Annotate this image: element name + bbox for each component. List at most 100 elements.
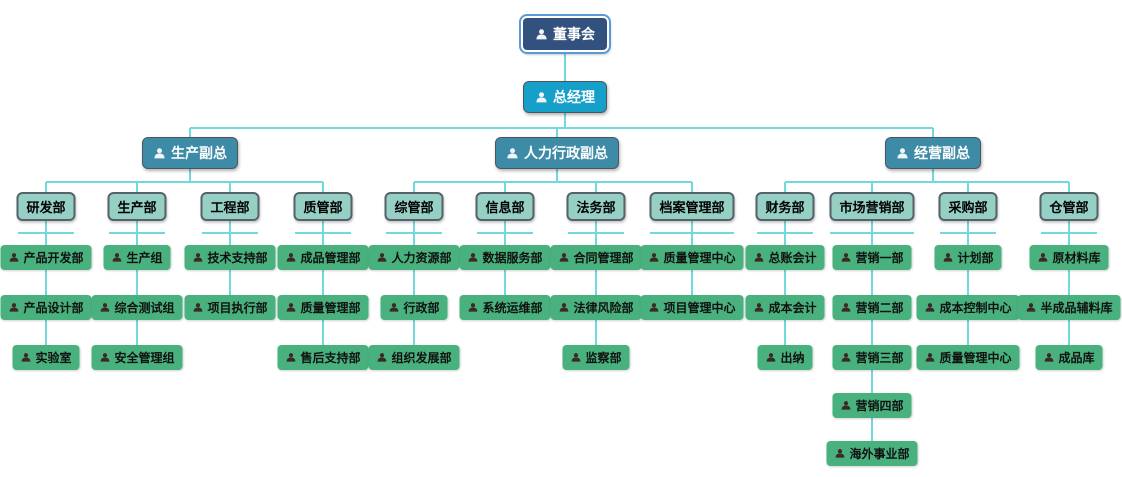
team-node[interactable]: 出纳 xyxy=(757,345,813,370)
team-node[interactable]: 原材料库 xyxy=(1029,245,1109,270)
dept-node-archives[interactable]: 档案管理部 xyxy=(649,192,735,221)
person-icon xyxy=(924,352,935,363)
dept-node-production[interactable]: 生产部 xyxy=(107,192,167,221)
connector-bus xyxy=(785,181,1069,183)
connector-line xyxy=(967,219,969,350)
dept-node-engineering[interactable]: 工程部 xyxy=(200,192,260,221)
connector-line xyxy=(967,182,969,193)
team-node[interactable]: 监察部 xyxy=(562,345,630,370)
person-icon xyxy=(535,91,548,104)
team-node[interactable]: 总账会计 xyxy=(745,245,825,270)
team-node[interactable]: 合同管理部 xyxy=(550,245,642,270)
person-icon xyxy=(896,147,909,160)
connector-line xyxy=(45,182,47,193)
board-label: 董事会 xyxy=(553,26,595,42)
team-node[interactable]: 技术支持部 xyxy=(184,245,276,270)
person-icon xyxy=(8,302,19,313)
vp-label: 生产副总 xyxy=(171,145,227,161)
team-node[interactable]: 安全管理组 xyxy=(91,345,183,370)
person-icon xyxy=(285,352,296,363)
team-node[interactable]: 实验室 xyxy=(12,345,80,370)
team-node[interactable]: 项目管理中心 xyxy=(640,295,744,320)
person-icon xyxy=(558,252,569,263)
connector-line xyxy=(322,219,324,350)
team-node[interactable]: 生产组 xyxy=(103,245,171,270)
team-node[interactable]: 产品开发部 xyxy=(0,245,92,270)
team-node[interactable]: 营销一部 xyxy=(832,245,912,270)
person-icon xyxy=(840,400,851,411)
connector-line xyxy=(564,111,566,129)
team-node[interactable]: 半成品辅料库 xyxy=(1017,295,1121,320)
connector-line xyxy=(556,168,558,183)
person-icon xyxy=(467,302,478,313)
team-node[interactable]: 计划部 xyxy=(934,245,1002,270)
team-node[interactable]: 成品管理部 xyxy=(277,245,369,270)
connector-line xyxy=(784,182,786,193)
person-icon xyxy=(840,352,851,363)
dept-node-warehouse[interactable]: 仓管部 xyxy=(1039,192,1099,221)
vp-node-operations[interactable]: 经营副总 xyxy=(885,137,981,169)
team-node[interactable]: 法律风险部 xyxy=(550,295,642,320)
connector-line xyxy=(136,182,138,193)
person-icon xyxy=(192,252,203,263)
person-icon xyxy=(648,302,659,313)
dept-node-purchasing[interactable]: 采购部 xyxy=(938,192,998,221)
team-node[interactable]: 成本会计 xyxy=(745,295,825,320)
team-node[interactable]: 人力资源部 xyxy=(368,245,460,270)
dept-node-marketing[interactable]: 市场营销部 xyxy=(829,192,915,221)
person-icon xyxy=(20,352,31,363)
board-node[interactable]: 董事会 xyxy=(521,16,609,52)
dept-node-quality[interactable]: 质管部 xyxy=(293,192,353,221)
person-icon xyxy=(467,252,478,263)
connector-line xyxy=(564,48,566,81)
connector-line xyxy=(322,182,324,193)
gm-node[interactable]: 总经理 xyxy=(523,81,607,113)
person-icon xyxy=(8,252,19,263)
dept-node-legal[interactable]: 法务部 xyxy=(566,192,626,221)
team-node[interactable]: 组织发展部 xyxy=(368,345,460,370)
dept-node-rd[interactable]: 研发部 xyxy=(16,192,76,221)
vp-node-hr-admin[interactable]: 人力行政副总 xyxy=(495,137,619,169)
team-node[interactable]: 行政部 xyxy=(380,295,448,320)
dept-node-information[interactable]: 信息部 xyxy=(475,192,535,221)
person-icon xyxy=(376,252,387,263)
team-node[interactable]: 项目执行部 xyxy=(184,295,276,320)
person-icon xyxy=(99,352,110,363)
team-node[interactable]: 质量管理部 xyxy=(277,295,369,320)
dept-node-general-affairs[interactable]: 综管部 xyxy=(384,192,444,221)
person-icon xyxy=(285,302,296,313)
connector-line xyxy=(189,128,191,138)
person-icon xyxy=(535,28,548,41)
team-node[interactable]: 海外事业部 xyxy=(826,441,918,466)
connector-line xyxy=(595,182,597,193)
dept-node-finance[interactable]: 财务部 xyxy=(755,192,815,221)
team-node[interactable]: 综合测试组 xyxy=(91,295,183,320)
person-icon xyxy=(1025,302,1036,313)
connector-line xyxy=(229,182,231,193)
connector-bus xyxy=(190,127,933,129)
person-icon xyxy=(840,252,851,263)
team-node[interactable]: 营销三部 xyxy=(832,345,912,370)
vp-node-production[interactable]: 生产副总 xyxy=(142,137,238,169)
person-icon xyxy=(558,302,569,313)
person-icon xyxy=(570,352,581,363)
person-icon xyxy=(153,147,166,160)
team-node[interactable]: 产品设计部 xyxy=(0,295,92,320)
team-node[interactable]: 系统运维部 xyxy=(459,295,551,320)
team-node[interactable]: 营销二部 xyxy=(832,295,912,320)
team-node[interactable]: 成品库 xyxy=(1035,345,1103,370)
team-node[interactable]: 售后支持部 xyxy=(277,345,369,370)
team-node[interactable]: 营销四部 xyxy=(832,393,912,418)
person-icon xyxy=(111,252,122,263)
team-node[interactable]: 成本控制中心 xyxy=(916,295,1020,320)
connector-line xyxy=(871,219,873,446)
connector-line xyxy=(691,182,693,193)
person-icon xyxy=(765,352,776,363)
gm-label: 总经理 xyxy=(553,89,595,105)
team-node[interactable]: 质量管理中心 xyxy=(640,245,744,270)
team-node[interactable]: 质量管理中心 xyxy=(916,345,1020,370)
connector-line xyxy=(504,182,506,193)
person-icon xyxy=(388,302,399,313)
team-node[interactable]: 数据服务部 xyxy=(459,245,551,270)
